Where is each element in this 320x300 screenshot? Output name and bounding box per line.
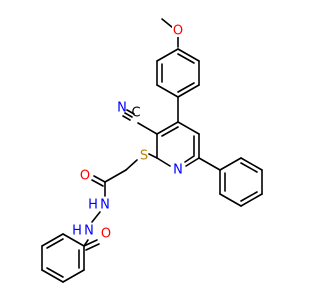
bond xyxy=(240,193,263,207)
bond xyxy=(177,82,195,93)
bond xyxy=(124,112,133,118)
bond xyxy=(85,243,100,251)
atom-labels: O N C S N O N H N H O xyxy=(72,24,184,242)
bond xyxy=(83,239,98,247)
hydrazide-nitrogen-label: N xyxy=(100,198,110,213)
bond xyxy=(46,238,64,249)
bond xyxy=(41,269,64,283)
bond xyxy=(137,122,158,135)
bond xyxy=(184,155,195,163)
bond xyxy=(240,162,258,173)
bond xyxy=(62,269,85,283)
bond xyxy=(91,211,101,223)
bond xyxy=(126,109,135,115)
hydrazide-hydrogen-label: H xyxy=(88,198,98,213)
bond xyxy=(41,233,64,247)
bond xyxy=(177,84,200,98)
bond xyxy=(219,193,242,207)
bond xyxy=(104,169,127,183)
bond xyxy=(148,153,158,159)
molecule-structure: O N C S N O N H N H O xyxy=(41,18,263,283)
bond xyxy=(46,267,64,278)
pyridine-nitrogen-label: N xyxy=(173,163,183,178)
bond xyxy=(156,121,179,135)
nitrile-nitrogen-label: N xyxy=(117,101,127,116)
bond xyxy=(161,126,179,137)
bond xyxy=(62,233,85,247)
bond xyxy=(198,157,221,171)
bond xyxy=(177,48,200,62)
thioether-sulfur-label: S xyxy=(140,149,148,164)
bond xyxy=(122,115,131,121)
bond xyxy=(156,48,179,62)
bond xyxy=(177,121,200,135)
methoxy-oxygen-label: O xyxy=(173,24,183,39)
bond xyxy=(93,175,106,183)
carbonyl-oxygen-label: O xyxy=(80,169,90,184)
bond xyxy=(156,84,179,98)
carbonyl-oxygen-label: O xyxy=(101,227,111,242)
bond xyxy=(219,157,242,171)
bond xyxy=(177,53,195,64)
bond xyxy=(156,157,171,167)
nitrile-carbon-label: C xyxy=(131,106,140,121)
bonds xyxy=(41,18,263,283)
bond xyxy=(185,157,200,167)
bond xyxy=(91,179,104,187)
hydrazide-nitrogen-label: N xyxy=(84,224,94,239)
bond xyxy=(240,191,258,202)
bond xyxy=(125,159,138,171)
hydrazide-hydrogen-label: H xyxy=(72,224,82,239)
bond xyxy=(240,157,263,171)
